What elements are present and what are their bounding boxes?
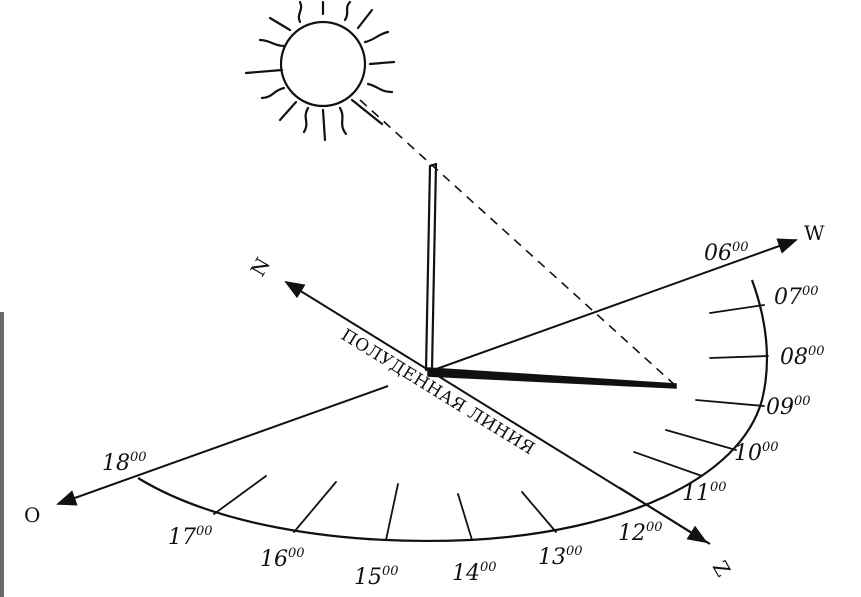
east-axis-line (56, 385, 389, 506)
direction-east: O (24, 503, 40, 527)
tick-17 (213, 475, 267, 515)
hour-label-12: 1200 (618, 520, 663, 546)
hour-label-11: 1100 (682, 480, 727, 506)
hour-label-06: 0600 (704, 240, 749, 266)
gnomon-stick (424, 162, 438, 372)
hour-label-13: 1300 (538, 544, 583, 570)
tick-09 (695, 399, 765, 407)
hour-label-15: 1500 (354, 564, 399, 590)
hour-label-17: 1700 (168, 524, 213, 550)
tick-11 (633, 451, 703, 477)
hour-label-16: 1600 (260, 546, 305, 572)
sun-icon (244, 0, 396, 142)
hour-ticks (213, 304, 769, 541)
hour-label-18: 1800 (102, 450, 147, 476)
direction-north: N (246, 253, 276, 280)
hour-label-14: 1400 (452, 560, 497, 586)
tick-15 (385, 483, 399, 541)
tick-13 (521, 491, 557, 533)
direction-south: Z (708, 557, 736, 581)
tick-07 (709, 304, 765, 314)
scan-edge-strip (0, 312, 4, 597)
noon-line-south-arrow (619, 487, 708, 544)
sun-ray-dashed-line (359, 99, 677, 387)
gnomon-shadow (427, 367, 677, 389)
tick-16 (293, 481, 337, 533)
tick-14 (457, 493, 473, 541)
tick-08 (709, 355, 769, 359)
dial-arc (137, 279, 769, 543)
direction-west: W (804, 221, 825, 245)
west-axis-line (427, 238, 798, 373)
tick-10 (665, 429, 737, 451)
hour-label-07: 0700 (774, 284, 819, 310)
hour-label-09: 0900 (766, 394, 811, 420)
hour-label-10: 1000 (734, 440, 779, 466)
hour-label-08: 0800 (780, 344, 825, 370)
